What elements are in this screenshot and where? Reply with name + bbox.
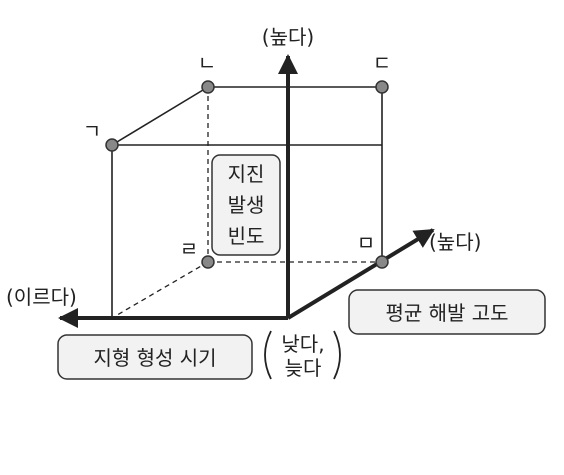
- vertical-axis-top-label: (높다): [262, 25, 314, 49]
- point-ㅁ: [375, 255, 389, 269]
- point-ㄱ: [105, 138, 119, 152]
- point-ㄹ: [201, 255, 215, 269]
- right-axis-name: 평균 해발 고도: [385, 301, 508, 325]
- origin-label-line-1: 낮다,: [281, 332, 324, 356]
- edge-hidden-left: [111, 261, 209, 319]
- vertical-axis-name-line-1: 지진: [228, 162, 265, 186]
- vertical-axis-name-line-3: 빈도: [228, 224, 265, 248]
- origin-label-line-2: 늦다: [285, 356, 322, 380]
- point-ㄷ: [375, 80, 389, 94]
- origin-right-paren: [333, 330, 341, 380]
- axes: [58, 54, 435, 328]
- axis-right: [286, 228, 435, 320]
- point-label-ㄷ: ㄷ: [373, 51, 391, 75]
- vertical-axis-name-box: 지진 발생 빈도: [211, 154, 281, 256]
- left-axis-name-box: 지형 형성 시기: [57, 334, 253, 380]
- right-axis-name-box: 평균 해발 고도: [348, 289, 546, 335]
- left-axis-name: 지형 형성 시기: [93, 346, 216, 370]
- origin-left-paren: [264, 330, 272, 380]
- point-label-ㄴ: ㄴ: [198, 51, 216, 75]
- cube-hidden-edges: [111, 87, 382, 319]
- point-label-ㄹ: ㄹ: [180, 237, 198, 261]
- point-label-ㄱ: ㄱ: [83, 119, 101, 143]
- origin-label: 낮다, 늦다: [264, 330, 341, 380]
- vertical-axis-name-line-2: 발생: [228, 193, 265, 217]
- right-axis-end-label: (높다): [429, 230, 481, 254]
- left-axis-end-label: (이르다): [6, 285, 77, 309]
- point-labels: ㄱ ㄴ ㄷ ㄹ ㅁ: [83, 51, 391, 261]
- cube-edges: [111, 86, 383, 318]
- points: [105, 80, 389, 269]
- point-label-ㅁ: ㅁ: [357, 231, 375, 255]
- point-ㄴ: [201, 80, 215, 94]
- edge-top-left: [111, 86, 209, 146]
